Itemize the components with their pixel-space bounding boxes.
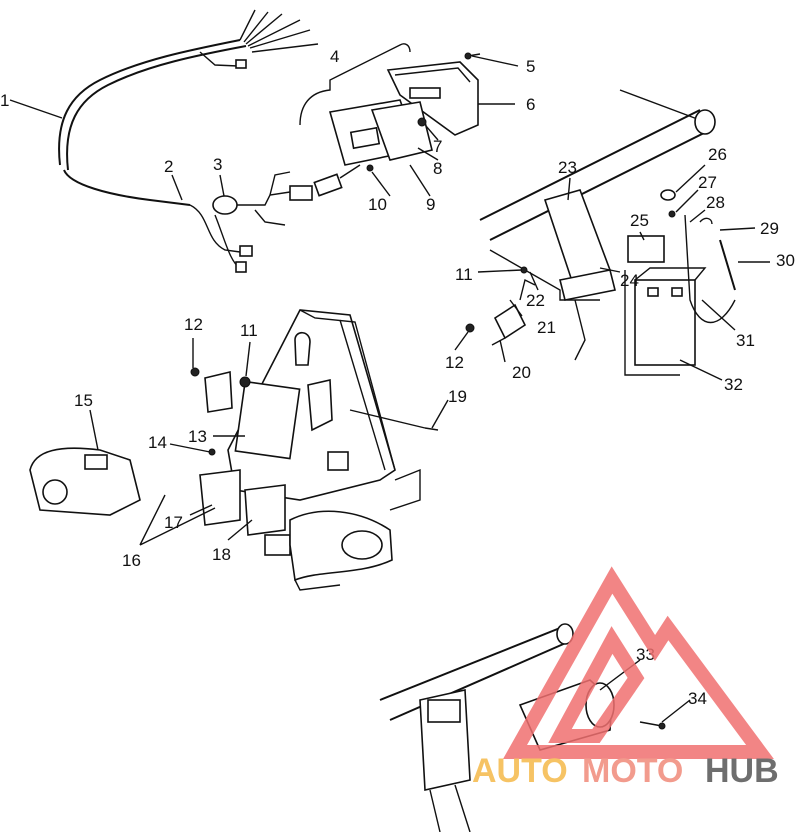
wiring-harness xyxy=(58,9,361,273)
watermark-word-hub: HUB xyxy=(705,752,779,790)
callout-24: 24 xyxy=(620,271,639,290)
callout-32: 32 xyxy=(724,375,743,394)
callout-labels: 1 2 3 4 5 6 7 8 9 10 12 11 13 14 15 16 1… xyxy=(0,47,795,708)
callout-19: 19 xyxy=(448,387,467,406)
callout-11b: 11 xyxy=(455,265,473,284)
watermark-logo: AUTO MOTO HUB xyxy=(472,566,779,790)
callout-28: 28 xyxy=(706,193,725,212)
callout-30: 30 xyxy=(776,251,795,270)
callout-3: 3 xyxy=(213,155,222,174)
callout-17: 17 xyxy=(164,513,183,532)
callout-21: 21 xyxy=(537,318,556,337)
callout-27: 27 xyxy=(698,173,717,192)
callout-12b: 12 xyxy=(445,353,464,372)
callout-14: 14 xyxy=(148,433,167,452)
callout-4: 4 xyxy=(330,47,339,66)
watermark-word-moto: MOTO xyxy=(582,752,683,790)
callout-9: 9 xyxy=(426,195,435,214)
callout-5: 5 xyxy=(526,57,535,76)
callout-11a: 11 xyxy=(240,321,258,340)
electrical-panel xyxy=(190,309,439,591)
callout-15: 15 xyxy=(74,391,93,410)
watermark-triangle xyxy=(503,566,774,759)
callout-12a: 12 xyxy=(184,315,203,334)
watermark-word-auto: AUTO xyxy=(472,752,568,790)
leader-lines xyxy=(9,55,770,723)
callout-20: 20 xyxy=(512,363,531,382)
callout-25: 25 xyxy=(630,211,649,230)
callout-16: 16 xyxy=(122,551,141,570)
part-15-housing xyxy=(29,447,141,516)
callout-10: 10 xyxy=(368,195,387,214)
callout-6: 6 xyxy=(526,95,535,114)
callout-23: 23 xyxy=(558,158,577,177)
callout-7: 7 xyxy=(433,137,442,156)
callout-26: 26 xyxy=(708,145,727,164)
tail-light-assembly xyxy=(299,43,481,172)
callout-29: 29 xyxy=(760,219,779,238)
callout-13: 13 xyxy=(188,427,207,446)
callout-2: 2 xyxy=(164,157,173,176)
callout-1: 1 xyxy=(0,91,9,110)
callout-8: 8 xyxy=(433,159,442,178)
callout-34: 34 xyxy=(688,689,707,708)
callout-31: 31 xyxy=(736,331,755,350)
battery-assembly xyxy=(465,89,736,376)
callout-22: 22 xyxy=(526,291,545,310)
callout-18: 18 xyxy=(212,545,231,564)
